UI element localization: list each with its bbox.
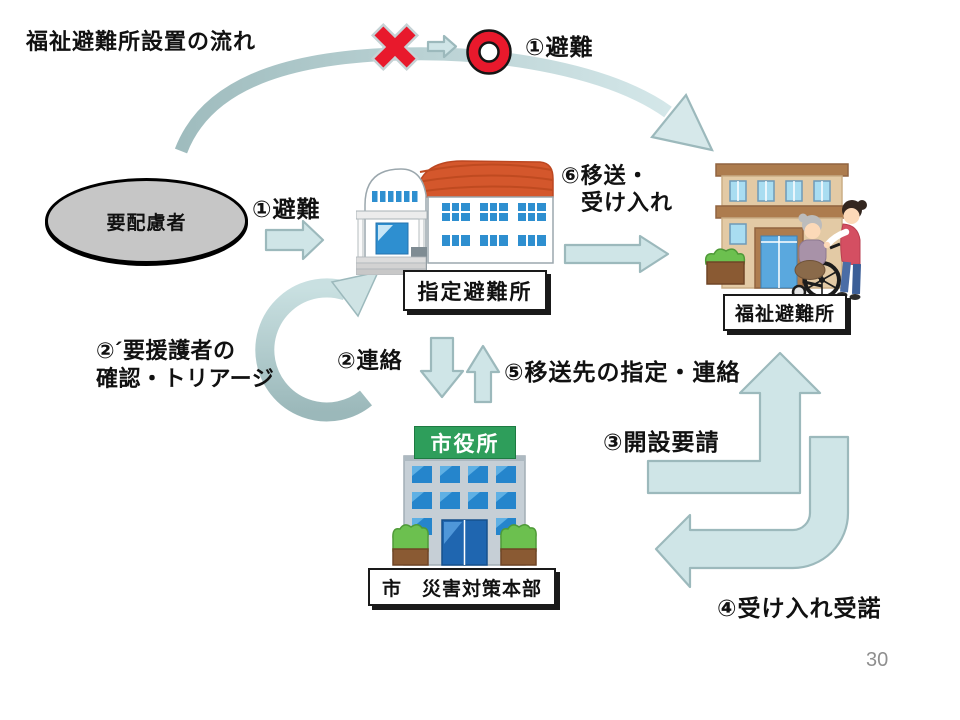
o-mark-icon — [466, 29, 512, 75]
welfare-window-mullions — [737, 181, 823, 201]
legend-label: ①避難 — [525, 34, 594, 60]
welfare-band — [715, 205, 849, 219]
city-hall-sign: 市役所 — [414, 426, 516, 459]
legend-arrow-icon — [426, 34, 458, 59]
caregiver-hand — [823, 241, 831, 249]
designated-shelter-label: 指定避難所 — [403, 270, 547, 311]
caregiver-leg-left — [840, 261, 851, 293]
welfare-shelter-label: 福祉避難所 — [723, 294, 847, 331]
f4-label: ④受け入れ受諾 — [717, 595, 882, 621]
caregiver-face — [843, 208, 860, 224]
welfare-planter — [706, 261, 745, 285]
f6-label-line2: 受け入れ — [581, 190, 674, 215]
welfare-bush — [704, 248, 746, 265]
f2dash-label: ②´要援護者の 確認・トリアージ — [96, 337, 274, 393]
f1-evacuation-arrow — [264, 219, 325, 261]
caregiver-leg-right — [852, 263, 861, 295]
wheelchair-hub — [819, 277, 825, 283]
f2dash-triage-arc — [255, 278, 372, 422]
f5-label: ⑤移送先の指定・連絡 — [504, 359, 741, 385]
designated-shelter-illustration — [356, 160, 554, 275]
welfare-lower-window — [729, 223, 747, 245]
elderly-hair-bun — [798, 213, 808, 223]
gym-tower-windows — [372, 191, 418, 202]
gym-door-glare — [378, 225, 393, 241]
f6-label-line1: ⑥移送・ — [561, 163, 650, 188]
cityhall-windows — [412, 466, 516, 535]
caregiver-ponytail — [857, 200, 867, 210]
gym-roof-stripes — [415, 163, 554, 193]
welfare-roof — [715, 163, 849, 177]
f2dash-label-line1: ②´要援護者の — [96, 338, 236, 363]
f5-designation-arrow — [465, 344, 501, 404]
f1-label: ①避難 — [252, 196, 321, 222]
f2dash-triage-arrowhead — [330, 270, 380, 318]
elderly-lap-blanket — [794, 260, 826, 280]
f2dash-label-line2: 確認・トリアージ — [96, 366, 275, 391]
evacuees-label: 要配慮者 — [106, 212, 187, 234]
cityhall-bush-left — [392, 524, 429, 566]
evacuees-node: 要配慮者 — [45, 178, 248, 264]
city-hall-illustration — [392, 455, 537, 566]
caregiver-shoe-right — [849, 294, 861, 300]
arc-direct-evacuation-arrow — [174, 47, 672, 154]
cityhall-bush-right — [500, 524, 537, 566]
welfare-shelter-illustration — [704, 163, 867, 300]
page-number: 30 — [866, 649, 889, 671]
welfare-door-lines — [761, 236, 797, 288]
page-title: 福祉避難所設置の流れ — [26, 29, 257, 54]
f6-label: ⑥移送・ 受け入れ — [561, 162, 673, 216]
arc-direct-evacuation-arrowhead — [650, 92, 714, 152]
gym-windows — [442, 203, 546, 246]
city-hq-label: 市 災害対策本部 — [368, 568, 556, 606]
f6-transfer-arrow — [563, 234, 670, 274]
gym-pillar-left — [357, 218, 364, 258]
gym-canopy — [356, 210, 428, 220]
x-mark-icon — [370, 22, 420, 72]
f2-contact-arrow — [419, 336, 465, 399]
f3-open-request-arrow — [646, 351, 822, 495]
f2-label: ②連絡 — [337, 348, 403, 373]
f4-accept-arrow — [654, 435, 850, 589]
elderly-face — [804, 223, 821, 239]
f3-label: ③開設要請 — [603, 429, 720, 455]
cityhall-door-glare — [444, 522, 462, 544]
